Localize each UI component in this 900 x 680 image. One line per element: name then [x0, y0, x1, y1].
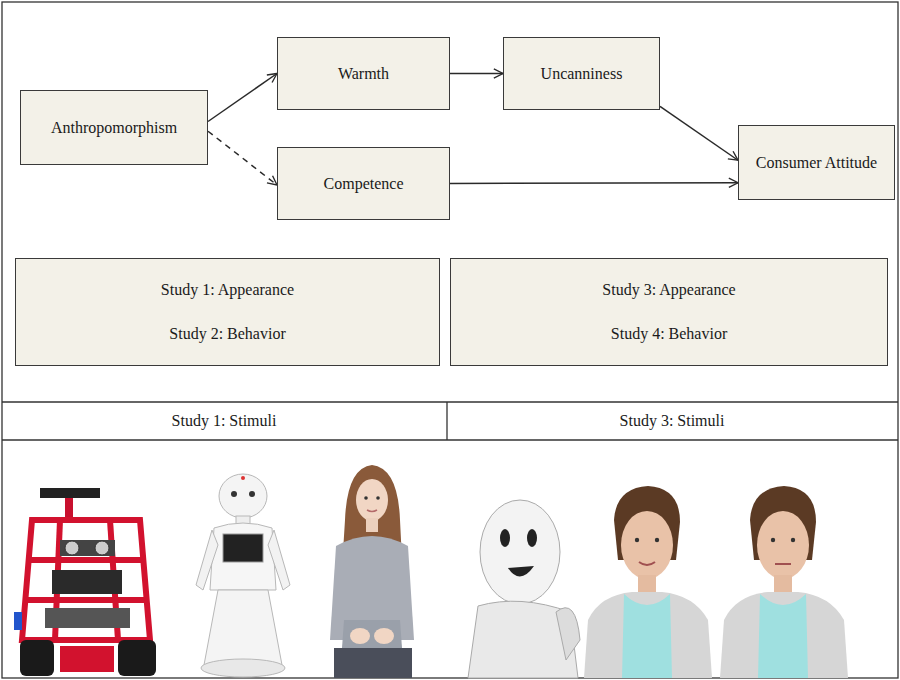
cartoon-robot-picture: [468, 500, 580, 678]
study-box: Study 3: AppearanceStudy 4: Behavior: [450, 258, 888, 366]
female-android-picture: [330, 465, 414, 678]
box-text: Competence: [324, 174, 404, 194]
stimuli-header: Study 3: Stimuli: [620, 411, 725, 430]
box-text: Warmth: [338, 64, 389, 84]
dashed-path-arrow: [208, 131, 277, 185]
box-text: Anthropomorphism: [51, 118, 177, 138]
white-humanoid-robot-picture: [196, 474, 290, 677]
box-text: Uncanniness: [541, 64, 623, 84]
box-text: Study 2: Behavior: [169, 324, 285, 344]
path-arrow: [450, 73, 503, 75]
red-robot-picture: [14, 488, 156, 676]
construct-box: Competence: [277, 147, 450, 220]
path-arrow: [450, 182, 738, 184]
stimuli-header: Study 1: Stimuli: [172, 411, 277, 430]
construct-box: Warmth: [277, 37, 450, 110]
path-arrow: [208, 74, 277, 122]
box-text: Study 3: Appearance: [602, 280, 735, 300]
female-avatar-picture: [584, 486, 712, 678]
female-avatar-picture: [720, 486, 848, 678]
construct-box: Consumer Attitude: [738, 125, 895, 200]
box-text: Study 1: Appearance: [161, 280, 294, 300]
box-text: Study 4: Behavior: [611, 324, 727, 344]
study-box: Study 1: AppearanceStudy 2: Behavior: [15, 258, 440, 366]
box-text: Consumer Attitude: [756, 153, 877, 173]
path-arrow: [660, 106, 738, 160]
construct-box: Anthropomorphism: [20, 90, 208, 165]
construct-box: Uncanniness: [503, 37, 660, 110]
